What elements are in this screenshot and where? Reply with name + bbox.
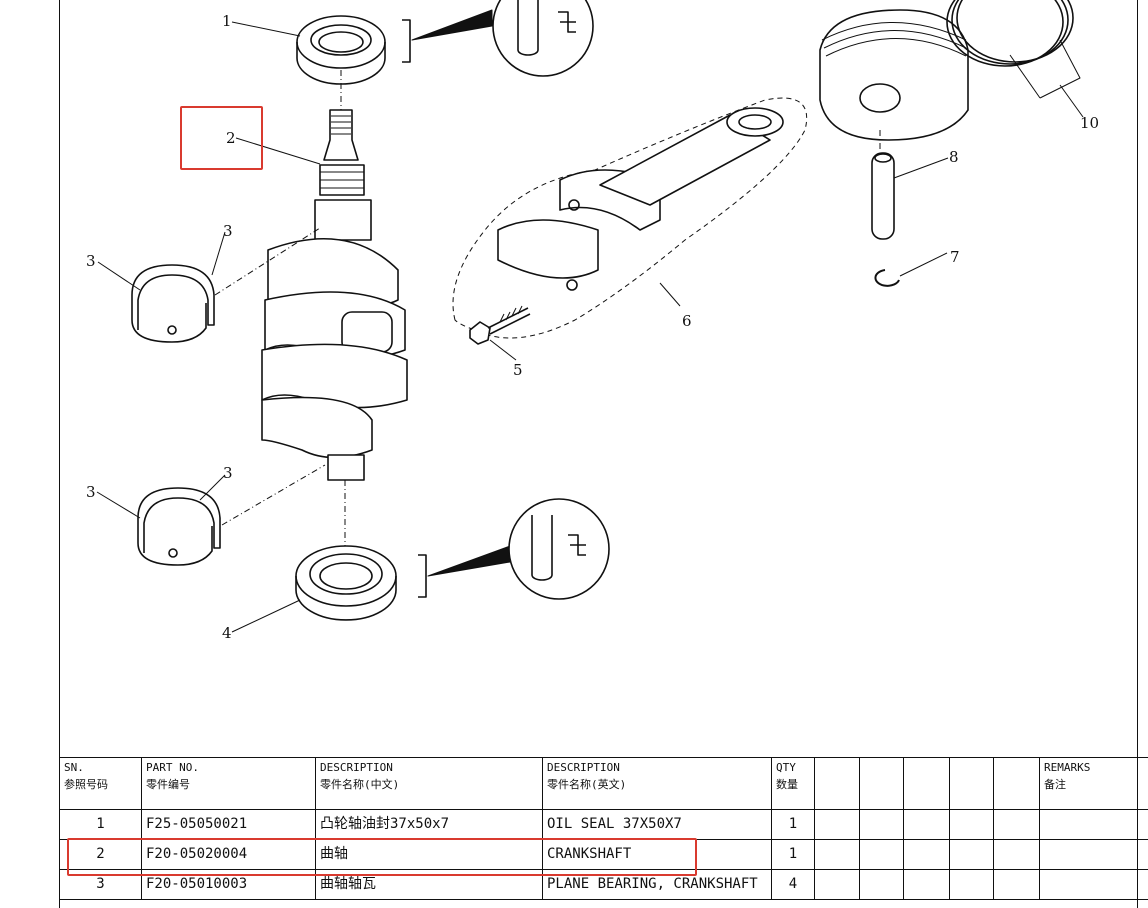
connecting-rod[interactable] [497,107,784,291]
detail-circle-top [492,0,594,77]
blank-cell [814,869,860,900]
callout-7: 7 [950,248,960,266]
blank-cell [949,809,994,840]
blank-cell [993,757,1040,810]
leader-wedge-bottom [427,545,511,577]
blank-cell [814,757,860,810]
table-row[interactable]: 1 F25-05050021 凸轮轴油封37x50x7 OIL SEAL 37X… [59,809,1148,840]
table-row[interactable]: 2 F20-05020004 曲轴 CRANKSHAFT 1 [59,839,1148,870]
callout-8: 8 [949,148,959,166]
callout-5: 5 [513,361,523,379]
detail-circle-bottom [508,498,610,600]
blank-cell [859,757,904,810]
bracket-bottom [418,554,427,598]
blank-cell [903,809,950,840]
cell-remarks [1039,839,1148,870]
cell-qty: 1 [771,839,815,870]
crankshaft[interactable] [261,70,408,560]
bracket-top [402,19,411,63]
leader-lines [96,21,1084,633]
piston[interactable] [819,9,969,150]
blank-cell [814,839,860,870]
blank-cell [993,839,1040,870]
crankshaft-row-highlight [67,838,697,876]
callout-10: 10 [1080,114,1099,132]
cell-part-no: F25-05050021 [141,809,316,840]
cell-desc-en: CRANKSHAFT [542,839,772,870]
cell-desc-cn: 凸轮轴油封37x50x7 [315,809,543,840]
blank-cell [859,869,904,900]
blank-cell [859,809,904,840]
frame-right-border [1137,0,1138,908]
blank-cell [903,869,950,900]
blank-cell [903,757,950,810]
callout-3a: 3 [223,222,233,240]
callout-2: 2 [226,129,236,147]
callout-1: 1 [222,12,232,30]
callout-labels: 1 2 3 3 3 3 4 5 6 7 8 10 [86,12,1099,642]
callout-3c: 3 [223,464,233,482]
callout-3d: 3 [86,483,96,501]
plane-bearing-lower[interactable] [137,487,221,566]
leader-wedge-top [411,9,493,41]
blank-cell [949,839,994,870]
blank-cell [949,869,994,900]
callout-6: 6 [682,312,692,330]
blank-cell [859,839,904,870]
oil-seal-bottom[interactable] [295,545,397,621]
cell-desc-en: OIL SEAL 37X50X7 [542,809,772,840]
circlip[interactable] [874,269,900,287]
header-part-no: PART NO.零件编号 [141,757,316,810]
blank-cell [993,809,1040,840]
exploded-view-diagram: 1 2 3 3 3 3 4 5 6 7 8 10 [86,0,1099,642]
plane-bearing-upper[interactable] [131,264,215,343]
cell-part-no: F20-05020004 [141,839,316,870]
cell-qty: 1 [771,809,815,840]
callout-2-highlight [180,106,263,170]
callout-3b: 3 [86,252,96,270]
blank-cell [993,869,1040,900]
callout-4: 4 [222,624,232,642]
blank-cell [903,839,950,870]
header-sn: SN.参照号码 [59,757,142,810]
cell-desc-cn: 曲轴 [315,839,543,870]
cell-remarks [1039,809,1148,840]
blank-cell [949,757,994,810]
frame-left-border [59,0,60,908]
cell-sn: 1 [59,809,142,840]
piston-pin[interactable] [871,152,895,240]
connecting-rod-bolt[interactable] [469,305,531,345]
cell-qty: 4 [771,869,815,900]
blank-cell [814,809,860,840]
cell-remarks [1039,869,1148,900]
connecting-rod-group-outline [452,97,807,339]
